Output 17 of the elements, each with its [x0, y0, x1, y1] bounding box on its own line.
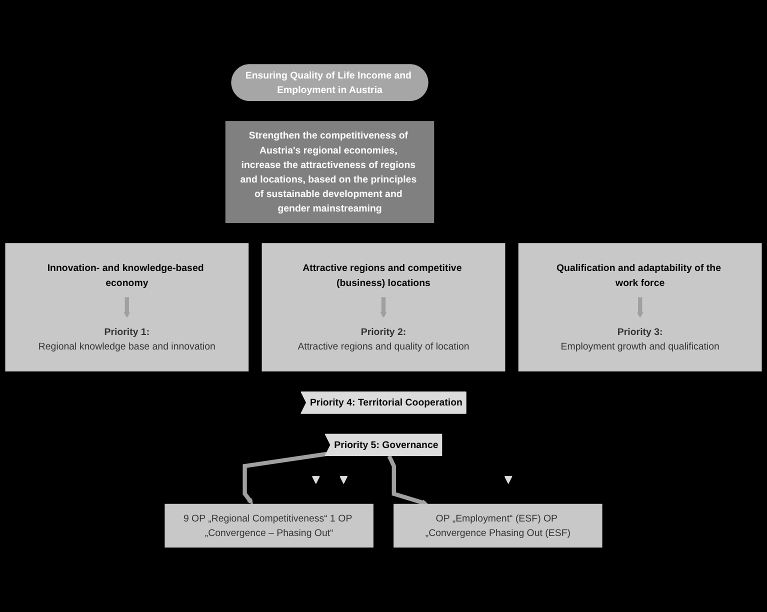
- cluster: [518, 243, 762, 372]
- node-text: Priority 2: Attractive regions and quality of location: [298, 326, 470, 352]
- node-text: Priority 3: Employment growth and qualification: [560, 326, 720, 352]
- arrow: [124, 296, 130, 318]
- arrow: [242, 452, 327, 505]
- arrow: [387, 455, 428, 506]
- node-box: 9 OP „Regional Competitiveness“ 1 OP „Convergence – Phasing Out“: [164, 504, 374, 548]
- arrow: [637, 296, 644, 318]
- node-text: Priority 1: Regional knowledge base and innovation: [38, 326, 216, 352]
- arrow: [380, 296, 387, 318]
- node-text: Innovation- and knowledge-based economy: [47, 262, 204, 288]
- node-box: Strengthen the competitiveness of Austria's regional economies, increase the attractiveness of regions and locations, based on the principles of sustainable development and gender mainstreaming: [225, 121, 434, 224]
- cluster: [5, 243, 249, 372]
- node-text: Qualification and adaptability of the work force: [556, 262, 721, 288]
- node-text: Attractive regions and competitive (business) locations: [302, 262, 462, 288]
- node-box: OP „Employment“ (ESF) OP „Convergence Phasing Out (ESF): [394, 504, 602, 548]
- cluster: [262, 243, 506, 372]
